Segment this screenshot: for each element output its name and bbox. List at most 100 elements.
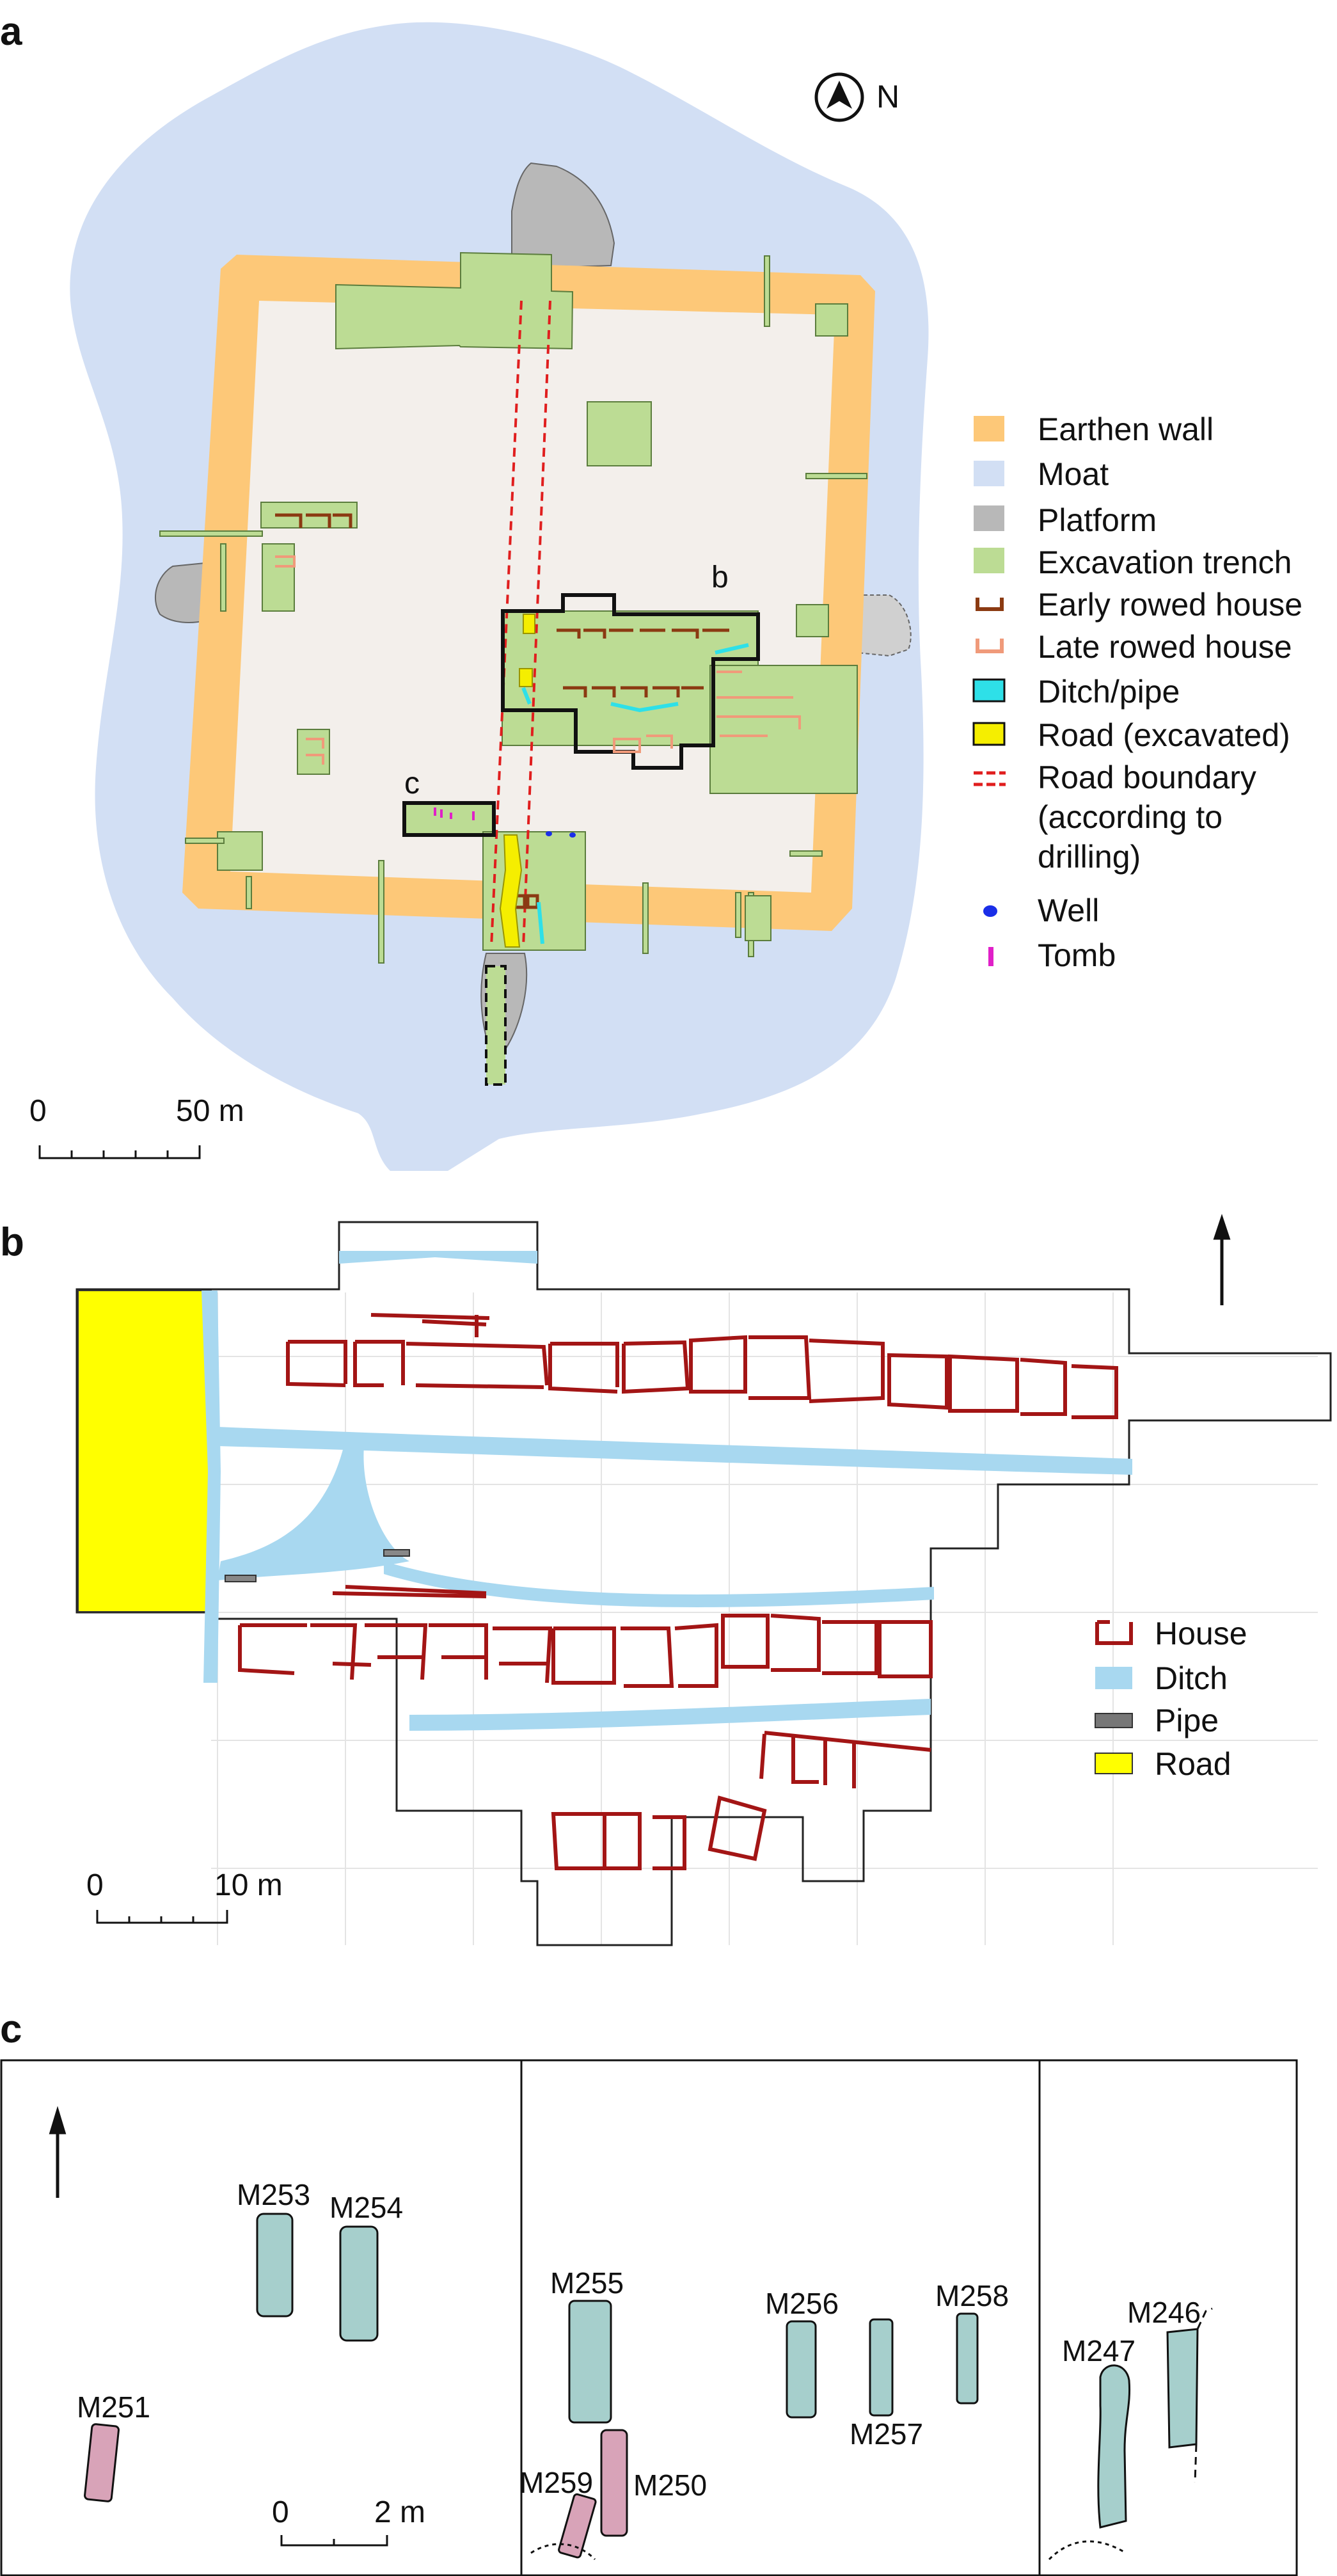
trench-south-strip4 [789, 850, 823, 857]
inset-b-outline [501, 593, 760, 770]
legend-label-tomb: Tomb [1038, 937, 1116, 973]
legend-swatch-moat [974, 461, 1004, 486]
tomb-M246-edge [1194, 2307, 1213, 2483]
legend-a: Earthen wall Moat Platform Excavation tr… [972, 411, 1302, 973]
city-interior [230, 301, 835, 893]
legend-swatch-house [1095, 1620, 1133, 1645]
tomb-M247 [1097, 2364, 1131, 2529]
legend-label-moat: Moat [1038, 456, 1109, 492]
ditches-b [202, 1251, 1132, 1731]
label-M247: M247 [1062, 2334, 1135, 2367]
tomb-M255 [568, 2300, 612, 2424]
label-M250: M250 [633, 2469, 707, 2502]
legend-swatch-tomb [988, 947, 993, 966]
panel-a-label: a [0, 10, 22, 54]
trench-west-block [262, 543, 295, 612]
panel-c: c M253 [0, 2007, 1298, 2576]
tomb-M258 [956, 2312, 979, 2405]
legend-swatch-road-boundary [974, 771, 1006, 786]
platform-east [857, 594, 912, 657]
label-M246: M246 [1127, 2296, 1201, 2329]
legend-swatch-pipe [1095, 1713, 1133, 1728]
platform-north [511, 162, 615, 270]
tomb-M259 [558, 2493, 597, 2559]
scale-bar-a: 0 50 m [29, 1094, 244, 1159]
trench-sw-strip [185, 838, 225, 844]
tomb-M251 [84, 2423, 120, 2502]
tomb-M250 [600, 2429, 628, 2537]
trench-south-strip1 [378, 860, 384, 964]
tomb-M254 [339, 2225, 379, 2342]
road-excavated-a [499, 614, 535, 948]
north-arrow-c [49, 2106, 67, 2198]
label-M255: M255 [550, 2266, 624, 2300]
legend-swatch-road [1095, 1753, 1133, 1774]
trench-south-outside [485, 965, 507, 1086]
legend-swatch-early-rowed-house [976, 598, 1004, 611]
legend-swatch-earthen-wall [974, 416, 1004, 441]
early-houses-a [275, 513, 729, 909]
legend-swatch-late-rowed-house [976, 639, 1004, 653]
trench-south-block [745, 895, 771, 941]
tomb-M253 [256, 2213, 294, 2318]
trench-south-strip2 [642, 882, 649, 954]
panel-a: a [0, 10, 1302, 1172]
legend-label-late-rowed-house: Late rowed house [1038, 629, 1292, 665]
road-b [77, 1290, 212, 1612]
inset-b-label: b [711, 561, 729, 594]
panel-b: b [0, 1214, 1332, 1946]
legend-label-road-boundary-2: (according to [1038, 799, 1222, 835]
north-arrow-a: N [814, 72, 899, 122]
trench-sw [217, 831, 263, 871]
label-M253: M253 [237, 2178, 310, 2211]
trench-north [335, 251, 574, 350]
scale-bar-b: 0 10 m [86, 1868, 283, 1924]
trench-ne-small [815, 303, 848, 337]
legend-label-road-excavated: Road (excavated) [1038, 717, 1290, 753]
inset-c-label: c [404, 767, 420, 800]
pipes-b [225, 1549, 410, 1582]
scale-b-zero: 0 [86, 1868, 104, 1902]
legend-label-excavation-trench: Excavation trench [1038, 545, 1292, 580]
scale-a-end: 50 m [176, 1094, 244, 1128]
road-boundary-lines [490, 300, 551, 948]
excavation-outline-b [75, 1221, 1332, 1946]
panel-c-frames [0, 2059, 1298, 2576]
legend-label-ditch: Ditch [1155, 1660, 1228, 1696]
legend-label-well: Well [1038, 893, 1099, 928]
legend-b: House Ditch Pipe Road [1095, 1616, 1247, 1782]
trench-east-corner [796, 604, 829, 637]
legend-swatch-ditch-pipe [972, 678, 1006, 703]
tombs-a [434, 807, 475, 820]
legend-label-platform: Platform [1038, 502, 1157, 538]
scale-c-end: 2 m [374, 2495, 425, 2529]
trench-west-strip [159, 530, 263, 537]
legend-swatch-ditch [1095, 1667, 1132, 1689]
legend-swatch-platform [974, 505, 1004, 531]
legend-label-pipe: Pipe [1155, 1703, 1219, 1738]
panel-b-label: b [0, 1220, 24, 1264]
tomb-labels-c: M253 M254 M251 M255 M259 M250 M256 M257 … [77, 2178, 1201, 2502]
label-M259: M259 [519, 2466, 593, 2499]
trench-sw-vert [246, 876, 252, 909]
tomb-M257 [869, 2318, 894, 2417]
trench-center-square [587, 401, 652, 466]
trench-east-large [709, 665, 858, 794]
legend-label-ditch-pipe: Ditch/pipe [1038, 674, 1180, 710]
inset-c-outline [402, 801, 496, 837]
tomb-M256 [786, 2320, 817, 2419]
panel-c-label: c [0, 2007, 22, 2051]
north-arrow-b [1213, 1214, 1231, 1305]
scale-a-zero: 0 [29, 1094, 47, 1128]
label-M251: M251 [77, 2390, 150, 2424]
scale-b-end: 10 m [214, 1868, 283, 1902]
legend-swatch-well [983, 905, 997, 917]
label-M258: M258 [935, 2279, 1009, 2312]
legend-label-earthen-wall: Earthen wall [1038, 411, 1214, 447]
label-M257: M257 [850, 2417, 923, 2451]
trench-c [402, 802, 493, 836]
trench-ne-strip [764, 255, 770, 327]
tombs-c [84, 2213, 1213, 2561]
trench-east-strip [805, 473, 867, 479]
